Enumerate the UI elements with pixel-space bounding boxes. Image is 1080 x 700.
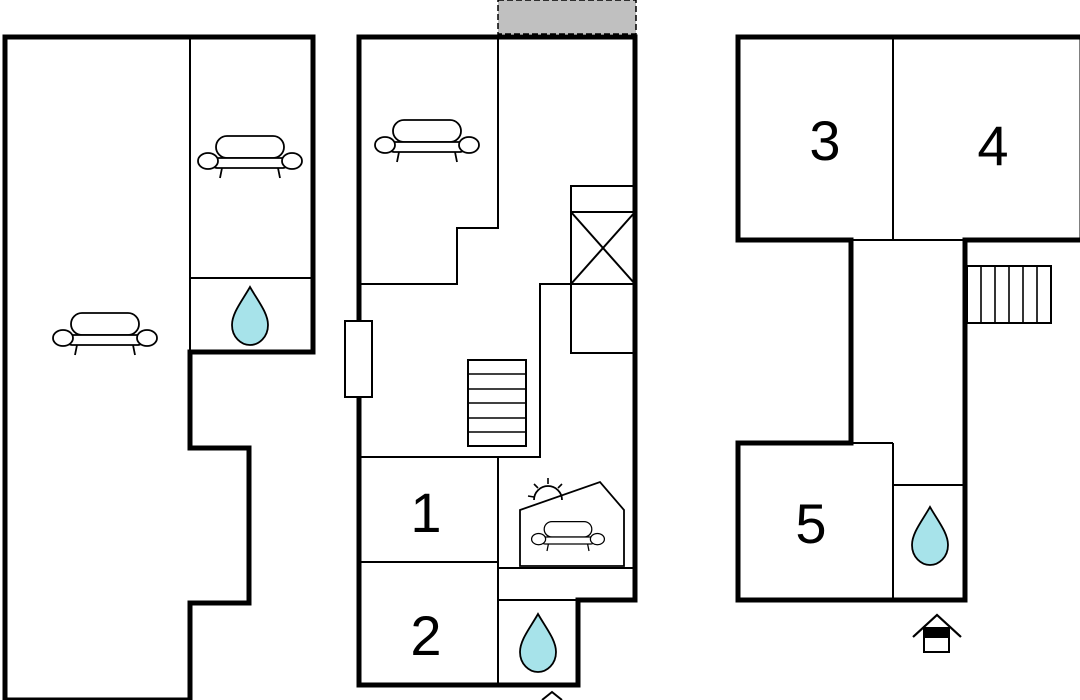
room-number-5: 5	[795, 492, 826, 555]
right-building: 3 4 5	[735, 34, 1080, 653]
shaft	[570, 185, 636, 285]
sofa-icon	[374, 119, 480, 163]
water-drop-icon	[911, 506, 949, 566]
living-room-wall	[359, 37, 499, 285]
middle-building: 1 2	[344, 0, 638, 700]
room-number-2: 2	[410, 604, 441, 667]
entrance-icon	[541, 690, 563, 700]
room-number-3: 3	[809, 109, 840, 172]
stairs-icon	[467, 359, 527, 447]
room-number-1: 1	[410, 481, 441, 544]
entrance-icon	[912, 613, 962, 653]
room-number-4: 4	[977, 114, 1008, 177]
window-icon	[344, 320, 373, 398]
right-building-outline	[735, 34, 1080, 603]
stairs-icon	[966, 265, 1052, 324]
left-building	[2, 34, 316, 700]
hall-wall	[359, 283, 635, 458]
water-drop-icon	[231, 286, 269, 346]
water-drop-icon	[519, 613, 557, 673]
left-building-outline	[2, 34, 316, 700]
sofa-icon	[52, 312, 158, 356]
terrace	[497, 0, 637, 35]
sofa-icon	[197, 135, 303, 179]
closet-wall	[570, 284, 635, 354]
